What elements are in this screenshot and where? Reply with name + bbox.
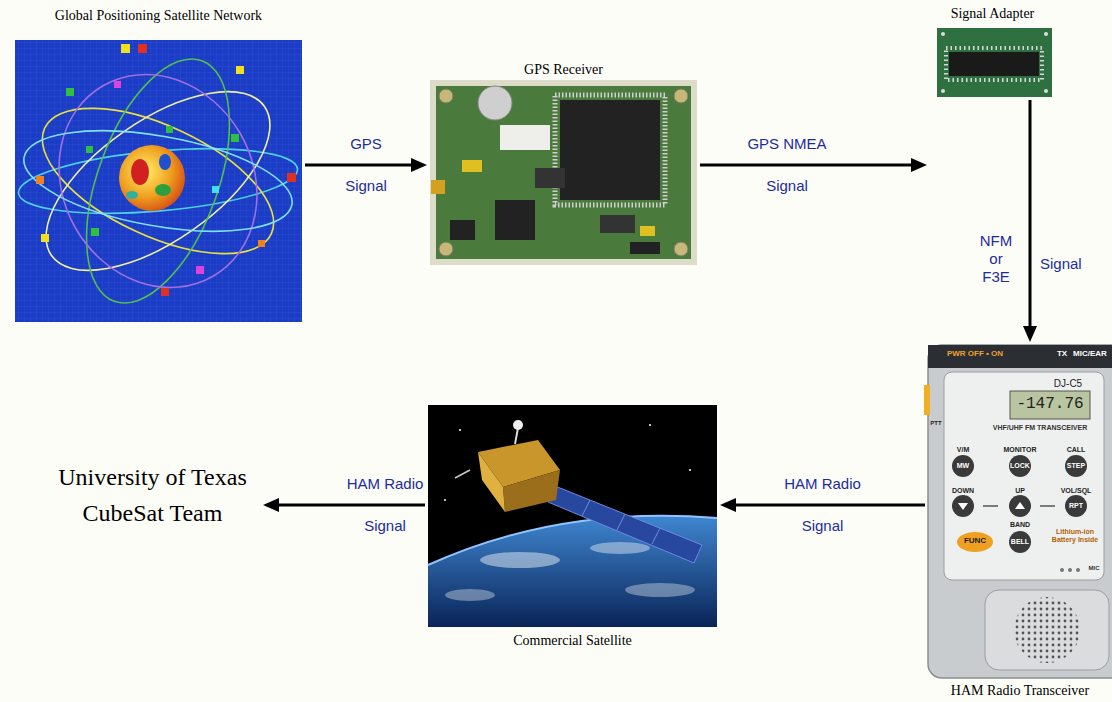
arrow-line <box>734 504 925 507</box>
button-caption: BAND <box>1005 521 1035 529</box>
signal-arrow <box>305 158 427 172</box>
arrowhead <box>1023 326 1037 342</box>
button-text: LOCK <box>1009 462 1031 470</box>
arrowhead <box>720 498 736 512</box>
label-holder: DOWN <box>948 487 978 495</box>
radio-marking: MIC/EAR <box>1072 349 1108 358</box>
radio-marking: VHF/UHF FM TRANSCEIVER <box>985 424 1095 432</box>
signal-label: GPS Signal <box>338 123 394 207</box>
edge-label-holder: HAM Radio Signal <box>775 463 870 547</box>
ham-radio-picture <box>924 345 1112 678</box>
node-caption: GPS Receiver <box>430 62 697 79</box>
label-holder: MW <box>952 462 974 470</box>
node-caption: Signal Adapter <box>930 6 1055 23</box>
button-text: RPT <box>1065 502 1087 510</box>
label-holder: BELL <box>1009 538 1031 546</box>
gps-receiver-board <box>430 80 697 265</box>
button-text: FUNC <box>958 537 992 546</box>
label-holder: MIC/EAR <box>1072 349 1108 358</box>
signal-label: HAM Radio Signal <box>775 463 870 547</box>
node-caption: University of Texas CubeSat Team <box>45 459 260 531</box>
label-holder: MIC <box>1084 565 1104 572</box>
signal-label: Signal <box>1040 255 1082 273</box>
button-caption: CALL <box>1061 446 1091 454</box>
signal-arrow <box>263 498 425 512</box>
signal-arrow <box>1023 100 1037 342</box>
arrowhead <box>411 158 427 172</box>
edge-label-holder: GPS NMEA Signal <box>737 123 837 207</box>
label-holder: VOL/SQL <box>1056 487 1096 495</box>
label-holder: VHF/UHF FM TRANSCEIVER <box>985 424 1095 432</box>
label-holder: DJ-C5 <box>1048 378 1088 390</box>
modulation-label: NFM or F3E <box>977 232 1015 286</box>
label-holder: STEP <box>1065 462 1087 470</box>
label-holder: BAND <box>1005 521 1035 529</box>
satellite-network-picture: Global Positioning Satellite Network <box>15 8 302 322</box>
radio-marking: TX <box>1055 349 1069 358</box>
arrow-line <box>1029 100 1032 328</box>
arrowhead <box>911 158 927 172</box>
node-caption: Global Positioning Satellite Network <box>15 8 302 25</box>
signal-adapter-picture: Signal Adapter <box>930 6 1055 97</box>
label-holder: LOCK <box>1009 462 1031 470</box>
label-holder: RPT <box>1065 502 1087 510</box>
label-holder: PWR OFF • ON <box>940 349 1010 358</box>
signal-label: GPS NMEA Signal <box>737 123 837 207</box>
arrowhead <box>263 498 279 512</box>
edge-label-holder: Signal <box>1040 255 1082 273</box>
commercial-satellite-node: Commercial Satellite <box>428 405 717 650</box>
button-caption: UP <box>1010 487 1030 495</box>
radio-display: -147.76 <box>1011 395 1089 413</box>
button-caption: V/M <box>948 446 978 454</box>
radio-marking: PTT <box>929 420 943 427</box>
edge-label-holder: HAM Radio Signal <box>338 463 433 547</box>
label-holder: Lithium-ion Battery Inside <box>1051 528 1099 544</box>
label-holder: UP <box>1010 487 1030 495</box>
battery-marking: Lithium-ion Battery Inside <box>1051 528 1099 544</box>
label-holder: V/M <box>948 446 978 454</box>
arrow-line <box>305 164 413 167</box>
label-holder: FUNC <box>958 537 992 546</box>
team-endpoint: University of Texas CubeSat Team <box>45 450 260 540</box>
edge-label-holder: GPS Signal <box>338 123 394 207</box>
gps-receiver-picture: GPS Receiver <box>430 62 697 265</box>
node-caption: HAM Radio Transceiver <box>928 683 1112 700</box>
button-text: STEP <box>1065 462 1087 470</box>
button-text: MW <box>952 462 974 470</box>
arrow-line <box>277 504 425 507</box>
radio-marking: MIC <box>1084 565 1104 572</box>
signal-adapter-board <box>937 28 1052 97</box>
label-holder: PTT <box>929 420 943 427</box>
label-holder: NFM or F3E <box>977 232 1015 286</box>
signal-arrow <box>700 158 927 172</box>
radio-marking: PWR OFF • ON <box>940 349 1010 358</box>
label-holder: MONITOR <box>998 446 1042 454</box>
arrow-line <box>700 164 913 167</box>
gps-constellation-picture <box>15 38 302 324</box>
button-caption: VOL/SQL <box>1056 487 1096 495</box>
label-holder: -147.76 <box>1011 395 1089 413</box>
commercial-satellite-picture <box>428 405 717 627</box>
button-text: BELL <box>1009 538 1031 546</box>
button-caption: DOWN <box>948 487 978 495</box>
button-caption: MONITOR <box>998 446 1042 454</box>
node-caption: Commercial Satellite <box>428 633 717 650</box>
label-holder: TX <box>1055 349 1069 358</box>
signal-label: HAM Radio Signal <box>338 463 433 547</box>
radio-model: DJ-C5 <box>1048 378 1088 390</box>
signal-arrow <box>720 498 925 512</box>
label-holder: CALL <box>1061 446 1091 454</box>
